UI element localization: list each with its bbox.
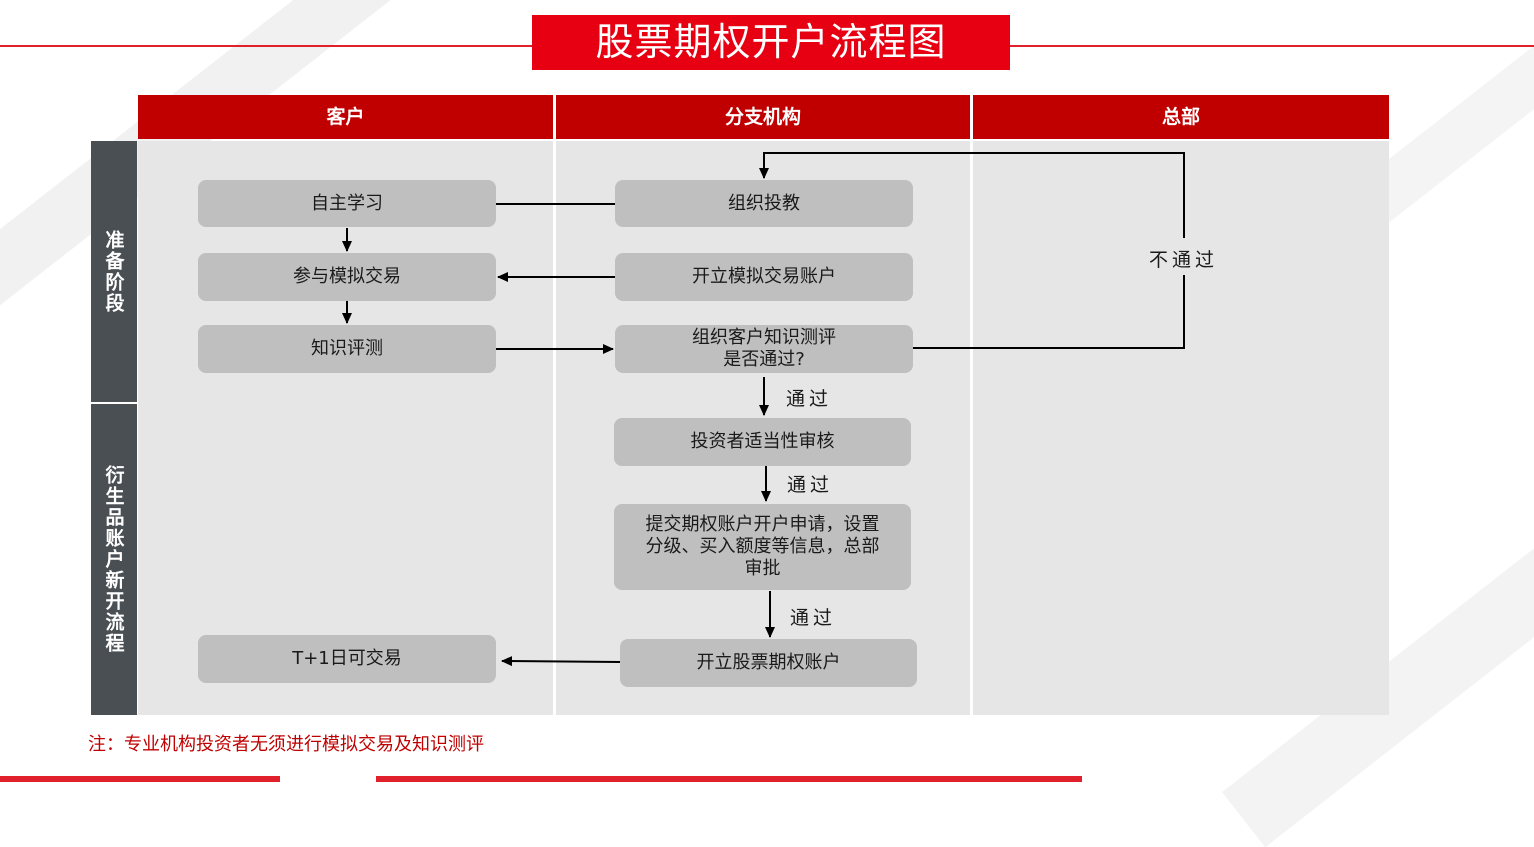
arrow-open-t1: [501, 656, 621, 667]
node-self-study: 自主学习: [198, 180, 496, 227]
label-pass-2: 通过: [787, 474, 834, 496]
node-submit-line3: 审批: [744, 558, 781, 579]
phase-prep-label: 准备阶段: [102, 229, 125, 314]
flow-connectors: [342, 152, 1185, 667]
node-open-option-account: 开立股票期权账户: [620, 639, 917, 687]
arrow-fail-loop: [759, 152, 1185, 238]
phase-open-label: 衍生品账户新开流程: [102, 465, 125, 654]
node-organize-test-line2: 是否通过?: [723, 349, 805, 370]
node-submit-line1: 提交期权账户开户申请，设置: [645, 514, 880, 535]
bottom-bar-left: [0, 776, 280, 782]
node-organize-test-line1: 组织客户知识测评: [692, 327, 836, 348]
connector-fail-loop: [913, 275, 1185, 349]
column-header-customer: 客户: [138, 95, 553, 139]
node-organize-edu: 组织投教: [615, 180, 913, 227]
label-pass-3: 通过: [790, 607, 837, 629]
phase-prep: 准备阶段: [91, 141, 137, 402]
phase-open: 衍生品账户新开流程: [91, 404, 137, 715]
page-title: 股票期权开户流程图: [532, 15, 1010, 70]
node-submit-line2: 分级、买入额度等信息，总部: [645, 536, 880, 557]
node-sim-trade: 参与模拟交易: [198, 253, 496, 301]
bottom-bar-right: [376, 776, 1082, 782]
label-pass-1: 通过: [786, 388, 833, 410]
node-submit-application: 提交期权账户开户申请，设置 分级、买入额度等信息，总部 审批: [614, 504, 911, 590]
column-header-hq: 总部: [973, 95, 1389, 139]
label-fail: 不通过: [1147, 243, 1221, 274]
column-header-branch: 分支机构: [556, 95, 970, 139]
node-organize-test: 组织客户知识测评 是否通过?: [615, 325, 913, 373]
lane-customer: [138, 141, 553, 715]
node-t1-trade: T+1日可交易: [198, 635, 496, 683]
footnote: 注：专业机构投资者无须进行模拟交易及知识测评: [88, 734, 484, 755]
node-open-sim-account: 开立模拟交易账户: [615, 253, 913, 301]
lane-hq: [973, 141, 1389, 715]
node-suitability: 投资者适当性审核: [614, 418, 911, 466]
node-knowledge-test: 知识评测: [198, 325, 496, 373]
